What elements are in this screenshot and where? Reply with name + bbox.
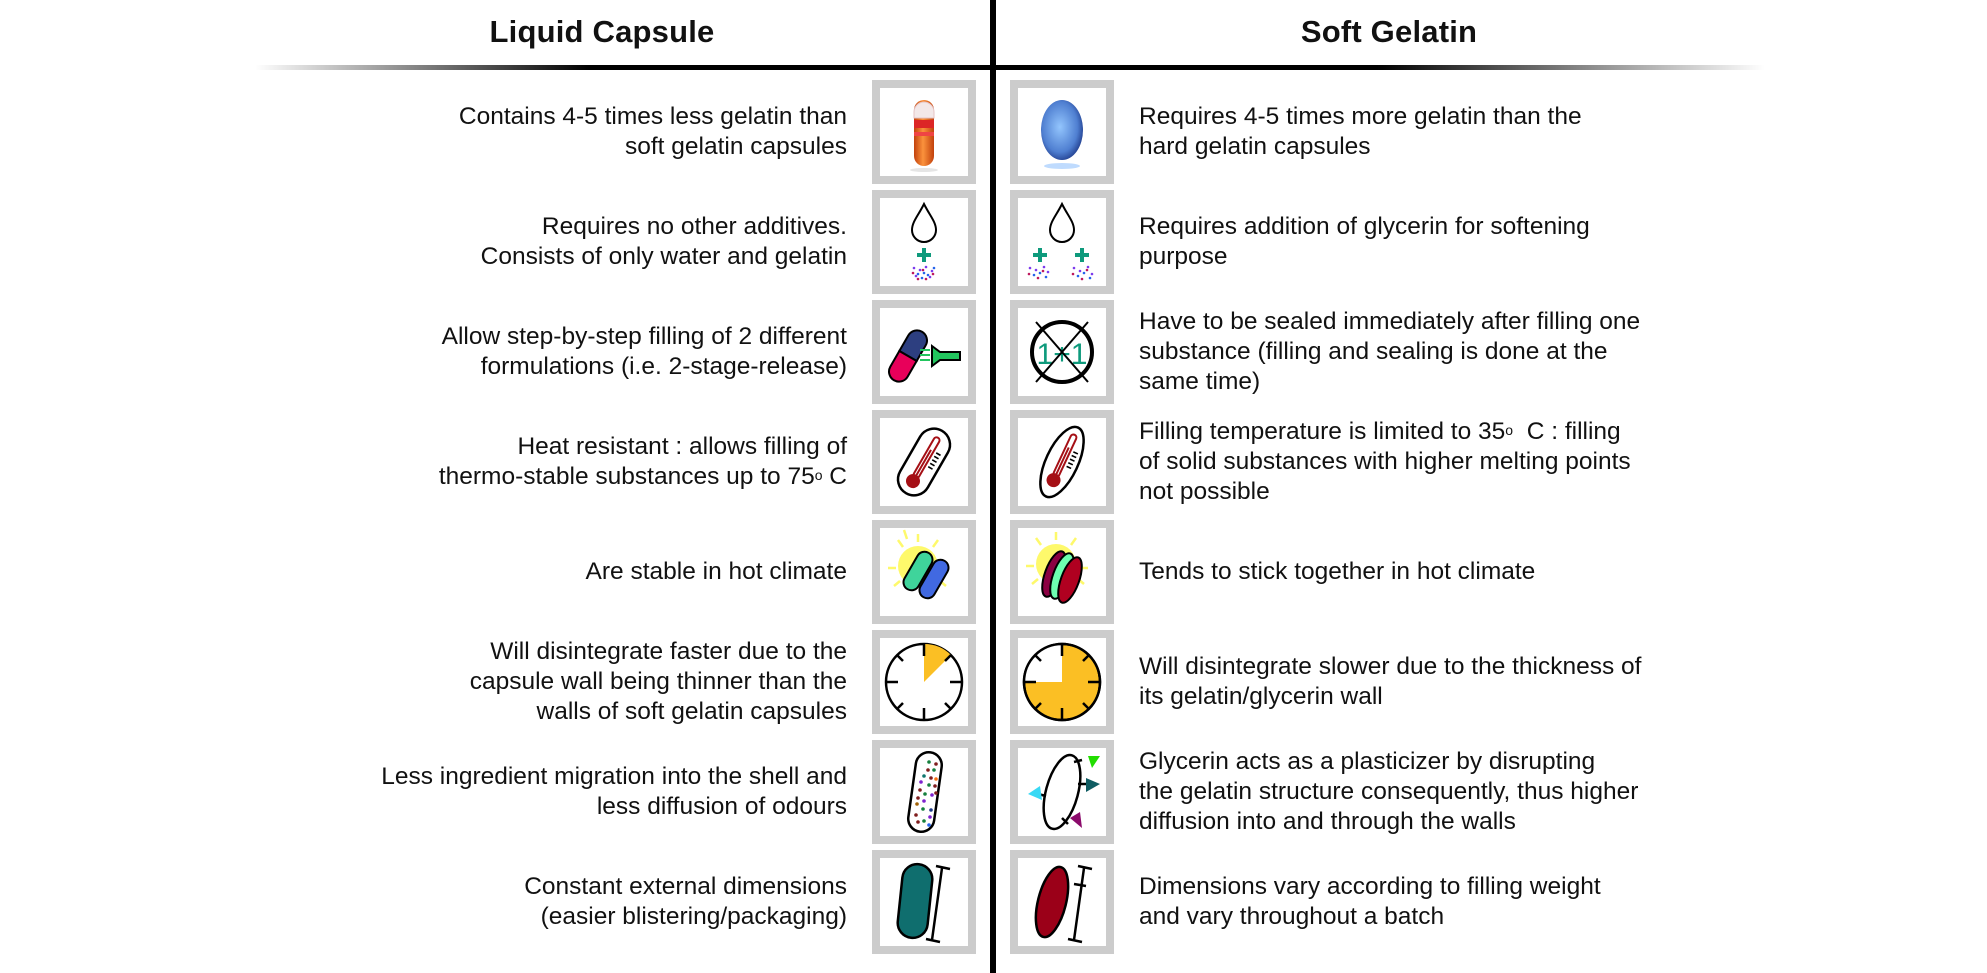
text-line: Have to be sealed immediately after fill… [1139, 308, 1641, 335]
soft-gelatin-text: Have to be sealed immediately after fill… [1139, 300, 1759, 404]
text-line: substance (filling and sealing is done a… [1139, 338, 1608, 365]
text-line: formulations (i.e. 2-stage-release) [480, 353, 847, 380]
orange-liquid-capsule-icon [872, 80, 976, 184]
text-line: (easier blistering/packaging) [540, 903, 847, 930]
liquid-capsule-text: Less ingredient migration into the shell… [87, 740, 847, 844]
text-line: Will disintegrate slower due to the thic… [1139, 653, 1642, 680]
text-line: soft gelatin capsules [625, 133, 847, 160]
column-divider [990, 0, 996, 973]
water-plus-gelatin-plus-glycerin-icon [1010, 190, 1114, 294]
text-line: Dimensions vary according to filling wei… [1139, 873, 1601, 900]
text-line: Consists of only water and gelatin [480, 243, 847, 270]
comparison-row-filling: Allow step-by-step filling of 2 differen… [0, 300, 1987, 404]
text-line: Filling temperature is limited to 35o C … [1139, 417, 1631, 447]
comparison-row-additives: Requires no other additives. Consists of… [0, 190, 1987, 294]
clock-short-time-icon [872, 630, 976, 734]
soft-gelatin-text: Requires 4-5 times more gelatin than the… [1139, 80, 1759, 184]
text-line: not possible [1139, 478, 1270, 505]
text-line: purpose [1139, 243, 1228, 270]
clock-long-time-icon [1010, 630, 1114, 734]
text-line: Requires 4-5 times more gelatin than the [1139, 103, 1582, 130]
text-fragment: Filling temperature is limited to 35 [1139, 418, 1506, 445]
comparison-row-gelatin-amount: Contains 4-5 times less gelatin than sof… [0, 80, 1987, 184]
text-fragment: C : filling [1513, 418, 1621, 445]
liquid-capsule-text: Are stable in hot climate [87, 520, 847, 624]
degree-superscript: o [1505, 422, 1514, 438]
sun-separate-capsules-icon [872, 520, 976, 624]
blue-softgel-icon [1010, 80, 1114, 184]
text-line: Will disintegrate faster due to the [490, 638, 847, 665]
text-line: same time) [1139, 368, 1261, 395]
liquid-capsule-text: Constant external dimensions (easier bli… [87, 850, 847, 954]
text-line: Heat resistant : allows filling of [517, 433, 847, 460]
text-line: diffusion into and through the walls [1139, 808, 1516, 835]
water-plus-gelatin-icon [872, 190, 976, 294]
text-line: Are stable in hot climate [585, 558, 847, 585]
softgel-variable-dimension-icon [1010, 850, 1114, 954]
text-line: Glycerin acts as a plasticizer by disrup… [1139, 748, 1596, 775]
text-line: its gelatin/glycerin wall [1139, 683, 1383, 710]
text-line: Requires addition of glycerin for soften… [1139, 213, 1590, 240]
text-line: Allow step-by-step filling of 2 differen… [441, 323, 847, 350]
comparison-row-disintegration: Will disintegrate faster due to the caps… [0, 630, 1987, 734]
comparison-row-migration: Less ingredient migration into the shell… [0, 740, 1987, 844]
text-line: Requires no other additives. [541, 213, 847, 240]
comparison-row-hot-climate: Are stable in hot climate Tends to stick… [0, 520, 1987, 624]
text-line: of solid substances with higher melting … [1139, 448, 1631, 475]
comparison-row-dimensions: Constant external dimensions (easier bli… [0, 850, 1987, 954]
text-line: less diffusion of odours [596, 793, 847, 820]
text-line: capsule wall being thinner than the [469, 668, 847, 695]
soft-gelatin-text: Requires addition of glycerin for soften… [1139, 190, 1759, 294]
text-line: Less ingredient migration into the shell… [381, 763, 847, 790]
text-fragment: C [822, 463, 847, 490]
liquid-capsule-column-title: Liquid Capsule [489, 14, 715, 49]
liquid-capsule-text: Will disintegrate faster due to the caps… [87, 630, 847, 734]
two-stage-filling-icon [872, 300, 976, 404]
liquid-capsule-text: Allow step-by-step filling of 2 differen… [87, 300, 847, 404]
header-rule-left [255, 65, 995, 70]
soft-gelatin-column-title: Soft Gelatin [1300, 14, 1478, 49]
soft-gelatin-text: Filling temperature is limited to 35o C … [1139, 410, 1759, 514]
capsule-contained-ingredients-icon [872, 740, 976, 844]
soft-gelatin-text: Will disintegrate slower due to the thic… [1139, 630, 1759, 734]
soft-gelatin-text: Glycerin acts as a plasticizer by disrup… [1139, 740, 1759, 844]
soft-gelatin-text: Dimensions vary according to filling wei… [1139, 850, 1759, 954]
liquid-capsule-text: Contains 4-5 times less gelatin than sof… [87, 80, 847, 184]
liquid-capsule-text: Requires no other additives. Consists of… [87, 190, 847, 294]
thermometer-capsule-icon [872, 410, 976, 514]
text-line: thermo-stable substances up to 75o C [439, 462, 847, 492]
text-line: walls of soft gelatin capsules [536, 698, 848, 725]
text-line: Contains 4-5 times less gelatin than [458, 103, 847, 130]
text-line: the gelatin structure consequently, thus… [1139, 778, 1639, 805]
text-fragment: thermo-stable substances up to 75 [438, 463, 815, 490]
softgel-diffusion-arrows-icon [1010, 740, 1114, 844]
text-line: hard gelatin capsules [1139, 133, 1371, 160]
thermometer-softgel-icon [1010, 410, 1114, 514]
text-line: Tends to stick together in hot climate [1139, 558, 1536, 585]
text-line: Constant external dimensions [524, 873, 847, 900]
header-rule-right [990, 65, 1765, 70]
capsule-constant-dimension-icon [872, 850, 976, 954]
text-line: and vary throughout a batch [1139, 903, 1445, 930]
comparison-row-temperature: Heat resistant : allows filling of therm… [0, 410, 1987, 514]
degree-superscript: o [814, 467, 823, 483]
soft-gelatin-text: Tends to stick together in hot climate [1139, 520, 1759, 624]
svg-text:1+1: 1+1 [1037, 338, 1088, 371]
sun-stuck-softgels-icon [1010, 520, 1114, 624]
no-one-plus-one-icon: 1+1 [1010, 300, 1114, 404]
liquid-capsule-text: Heat resistant : allows filling of therm… [87, 410, 847, 514]
